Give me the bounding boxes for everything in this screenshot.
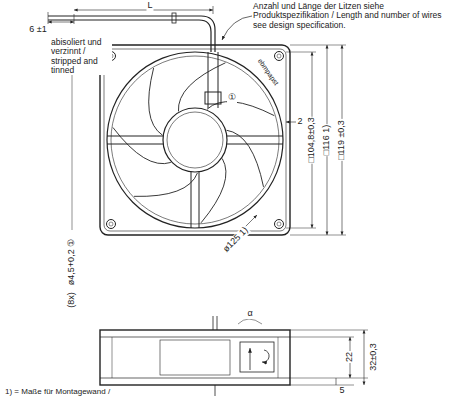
- dimension-label: 5: [338, 386, 345, 396]
- dimension-label: □104,8±0,3: [307, 116, 317, 163]
- blade-edge: [201, 159, 226, 223]
- note-text: Anzahl und Länge der Litzen siehe Produk…: [252, 2, 444, 30]
- fan-side-view: [100, 330, 290, 385]
- dimension-label: ø4,5+0,2 ①: [67, 238, 77, 286]
- blade-edge: [178, 63, 225, 112]
- impeller-ring: [107, 52, 283, 228]
- dimension-label: 32±0,3: [369, 342, 379, 371]
- dimension-label: (8x): [67, 291, 77, 309]
- blade-edge: [134, 173, 197, 197]
- dimension-label: □119 ±0,3: [337, 119, 347, 161]
- blade-edge: [207, 102, 274, 116]
- blade-edge: [227, 130, 264, 187]
- note-text: abisoliert und verzinnt / stripped and t…: [50, 38, 112, 75]
- callout-number: 2: [296, 117, 303, 127]
- dimension-label: □116 1): [322, 124, 332, 156]
- fan-frame: [100, 45, 290, 235]
- callout-number: ①: [227, 93, 237, 103]
- dimension-label: 22: [345, 351, 355, 363]
- dimension-label: α: [246, 309, 253, 319]
- blade-edge: [113, 127, 171, 163]
- dimension-label: ø125 1): [221, 225, 251, 255]
- fan-blades: [113, 63, 274, 223]
- note-text: 1) = Maße für Montagewand /: [4, 388, 206, 397]
- blade-edge: [149, 68, 163, 135]
- dimension-label: 6 ±1: [28, 25, 47, 35]
- hub: [163, 108, 227, 172]
- dimension-label: L: [146, 1, 153, 11]
- brand-logo: ebmpapst: [255, 56, 280, 87]
